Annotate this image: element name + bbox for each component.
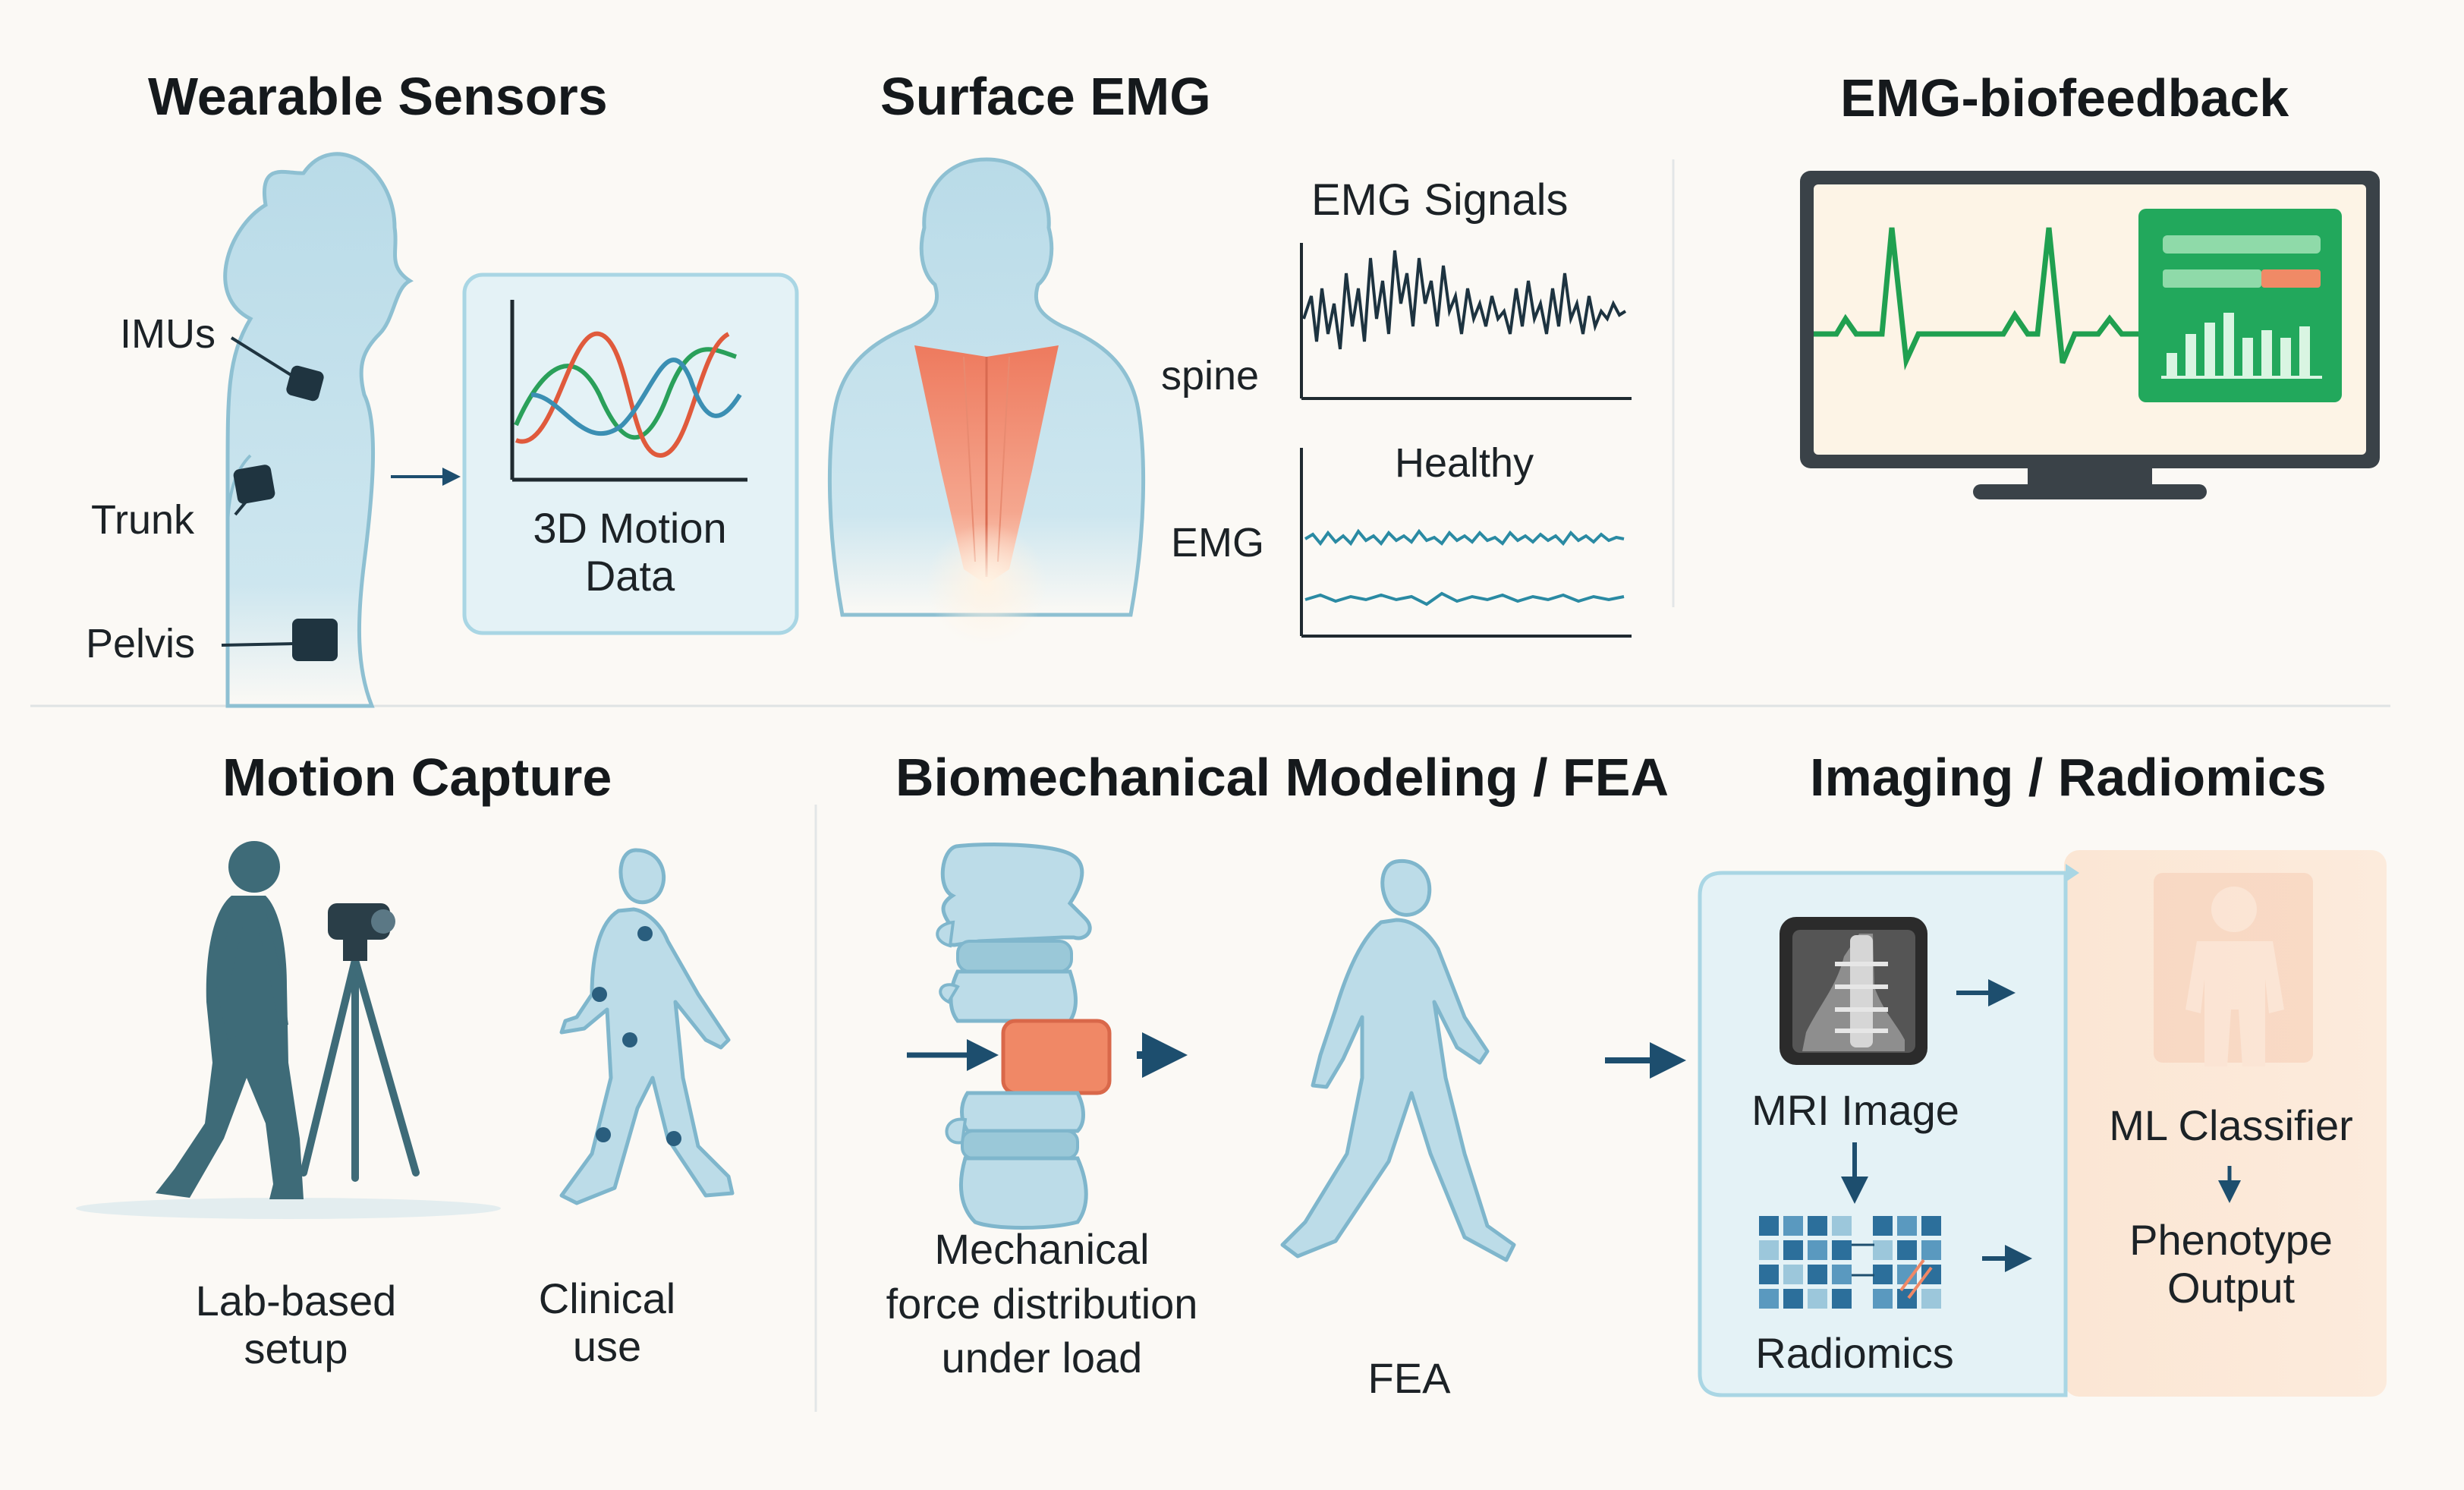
title-biomechanical-modeling: Biomechanical Modeling / FEA: [895, 748, 1669, 807]
label-spine: spine: [1161, 353, 1260, 398]
radiomics-grid-left: [1759, 1216, 1852, 1309]
motion-data-caption: 3D Motion Data: [533, 504, 727, 600]
lab-line2: setup: [244, 1324, 348, 1372]
imu-sensor-trunk: [233, 465, 275, 504]
ecg-trace: [1814, 227, 2148, 371]
leader-imus: [230, 336, 294, 377]
feedback-panel: [2138, 209, 2342, 402]
title-imaging-radiomics: Imaging / Radiomics: [1810, 748, 2327, 807]
imu-sensor-pelvis: [292, 619, 338, 661]
leader-trunk: [234, 499, 248, 516]
clinical-line1: Clinical: [538, 1274, 676, 1322]
caption-lab-based: Lab-based setup: [196, 1277, 397, 1372]
mri-image: [1780, 917, 1927, 1065]
label-radiomics: Radiomics: [1755, 1329, 1954, 1377]
clinical-line2: use: [572, 1321, 642, 1370]
motion-data-line2: Data: [584, 551, 675, 600]
label-imus: IMUs: [120, 311, 216, 357]
motion-data-line1: 3D Motion: [533, 504, 727, 552]
clinical-walker-figure: [559, 848, 735, 1205]
title-motion-capture: Motion Capture: [222, 748, 612, 807]
output-person-icon: [2154, 873, 2313, 1066]
emg-signal-chart-healthy: [1300, 448, 1632, 638]
lab-walker-figure: [156, 841, 304, 1199]
label-healthy: Healthy: [1395, 440, 1534, 486]
output-line2: Output: [2167, 1263, 2296, 1312]
motion-data-box: [462, 272, 799, 635]
label-ml-classifier: ML Classifier: [2109, 1101, 2353, 1149]
title-emg-biofeedback: EMG-biofeedback: [1840, 68, 2289, 128]
connector-top-arrow: [2066, 864, 2079, 882]
leader-pelvis: [221, 642, 293, 647]
fea-walker-figure: [1280, 858, 1516, 1262]
imu-sensor-shoulder: [286, 365, 324, 402]
vertebra-stack: [936, 842, 1112, 1230]
label-emg: EMG: [1171, 520, 1265, 565]
back-figure: [827, 157, 1146, 645]
lab-line1: Lab-based: [195, 1277, 397, 1325]
radiomics-grid-right: [1852, 1216, 1941, 1309]
label-mri-image: MRI Image: [1751, 1086, 1959, 1134]
mech-line1: Mechanical: [934, 1225, 1150, 1273]
caption-mechanical-force: Mechanical force distribution under load: [886, 1222, 1198, 1385]
mech-line3: under load: [941, 1334, 1143, 1382]
wearable-figure: [223, 152, 414, 708]
motion-data-mini-chart: [510, 300, 747, 482]
label-trunk: Trunk: [91, 497, 195, 543]
mech-line2: force distribution: [886, 1279, 1198, 1328]
caption-fea: FEA: [1367, 1354, 1451, 1402]
title-surface-emg: Surface EMG: [880, 67, 1211, 126]
title-wearable-sensors: Wearable Sensors: [148, 67, 608, 126]
caption-clinical-use: Clinical use: [538, 1274, 676, 1370]
floor-shadow: [76, 1198, 501, 1219]
compressed-disc: [1001, 1019, 1112, 1095]
emg-signal-chart-spine: [1300, 243, 1632, 400]
label-pelvis: Pelvis: [86, 621, 196, 666]
output-line1: Phenotype: [2129, 1216, 2333, 1264]
emg-signals-title: EMG Signals: [1311, 175, 1569, 225]
phenotype-output: Phenotype Output: [2129, 1216, 2333, 1312]
tripod-camera: [300, 903, 420, 1182]
